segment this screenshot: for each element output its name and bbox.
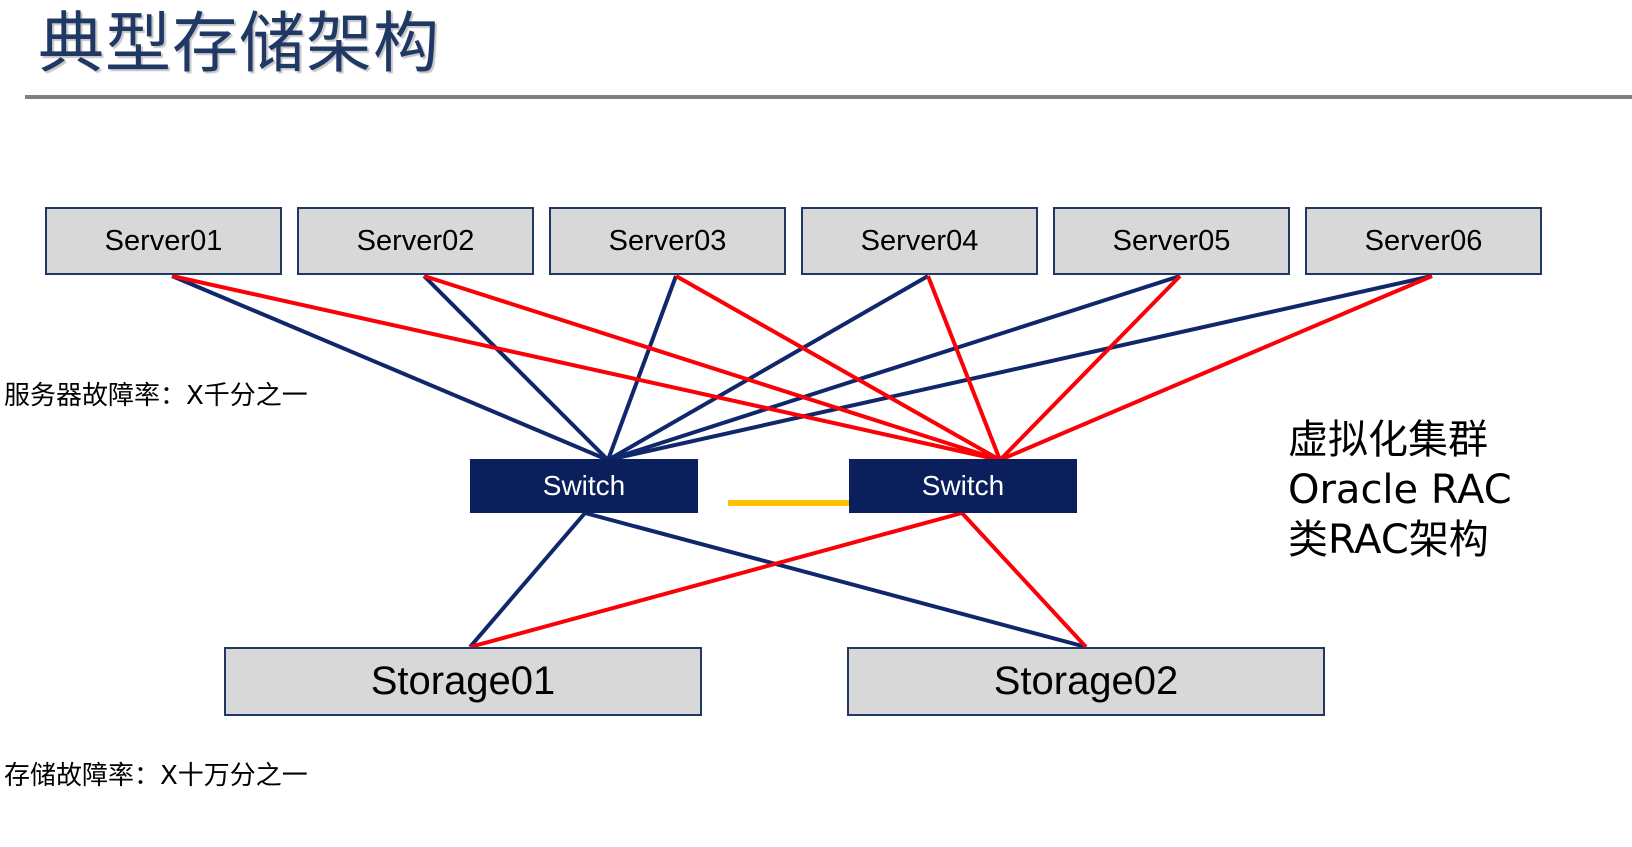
- server-failure-rate-note: 服务器故障率：X千分之一: [4, 381, 308, 411]
- callout-line-3: 类RAC架构: [1288, 517, 1489, 563]
- link-server-to-switch-right-5: [998, 274, 1182, 462]
- switch-node-label: Switch: [921, 470, 1005, 501]
- callout-line-1: 虚拟化集群: [1288, 417, 1488, 463]
- server-node-label: Server04: [860, 224, 979, 257]
- server-node-2[interactable]: Server02: [297, 207, 534, 275]
- link-server-to-switch-right-4: [926, 275, 1002, 461]
- page-title: 典型存储架构: [38, 5, 440, 82]
- link-server-to-switch-right-1: [171, 274, 1001, 462]
- server-node-label: Server03: [608, 224, 727, 257]
- link-server-to-switch-left-3: [606, 275, 678, 461]
- link-server-to-switch-right-2: [423, 274, 1001, 462]
- server-node-3[interactable]: Server03: [549, 207, 786, 275]
- storage-node-1[interactable]: Storage01: [224, 647, 702, 716]
- server-node-label: Server06: [1364, 224, 1483, 257]
- link-switch-to-storage-1: [468, 511, 587, 649]
- server-node-label: Server05: [1112, 224, 1231, 257]
- storage-node-label: Storage02: [993, 659, 1179, 703]
- storage-node-label: Storage01: [370, 659, 556, 703]
- link-server-to-switch-right-3: [675, 274, 1001, 462]
- storage-failure-rate-note: 存储故障率：X十万分之一: [4, 761, 308, 791]
- link-switch-to-storage-2: [584, 511, 1087, 649]
- server-node-5[interactable]: Server05: [1053, 207, 1290, 275]
- title-divider: [25, 95, 1632, 99]
- switch-node-1[interactable]: Switch: [470, 459, 698, 513]
- link-switch-to-storage-4: [960, 511, 1088, 649]
- link-server-to-switch-left-5: [607, 274, 1181, 462]
- link-server-to-switch-left-2: [422, 274, 610, 462]
- callout-line-2: Oracle RAC: [1288, 467, 1512, 513]
- link-switch-to-storage-3: [469, 511, 963, 649]
- link-server-to-switch-left-1: [171, 274, 609, 462]
- server-node-1[interactable]: Server01: [45, 207, 282, 275]
- server-node-6[interactable]: Server06: [1305, 207, 1542, 275]
- switch-node-label: Switch: [542, 470, 626, 501]
- server-node-label: Server01: [104, 224, 223, 257]
- server-node-4[interactable]: Server04: [801, 207, 1038, 275]
- link-server-to-switch-left-4: [607, 274, 929, 462]
- storage-node-2[interactable]: Storage02: [847, 647, 1325, 716]
- server-node-label: Server02: [356, 224, 475, 257]
- switch-node-2[interactable]: Switch: [849, 459, 1077, 513]
